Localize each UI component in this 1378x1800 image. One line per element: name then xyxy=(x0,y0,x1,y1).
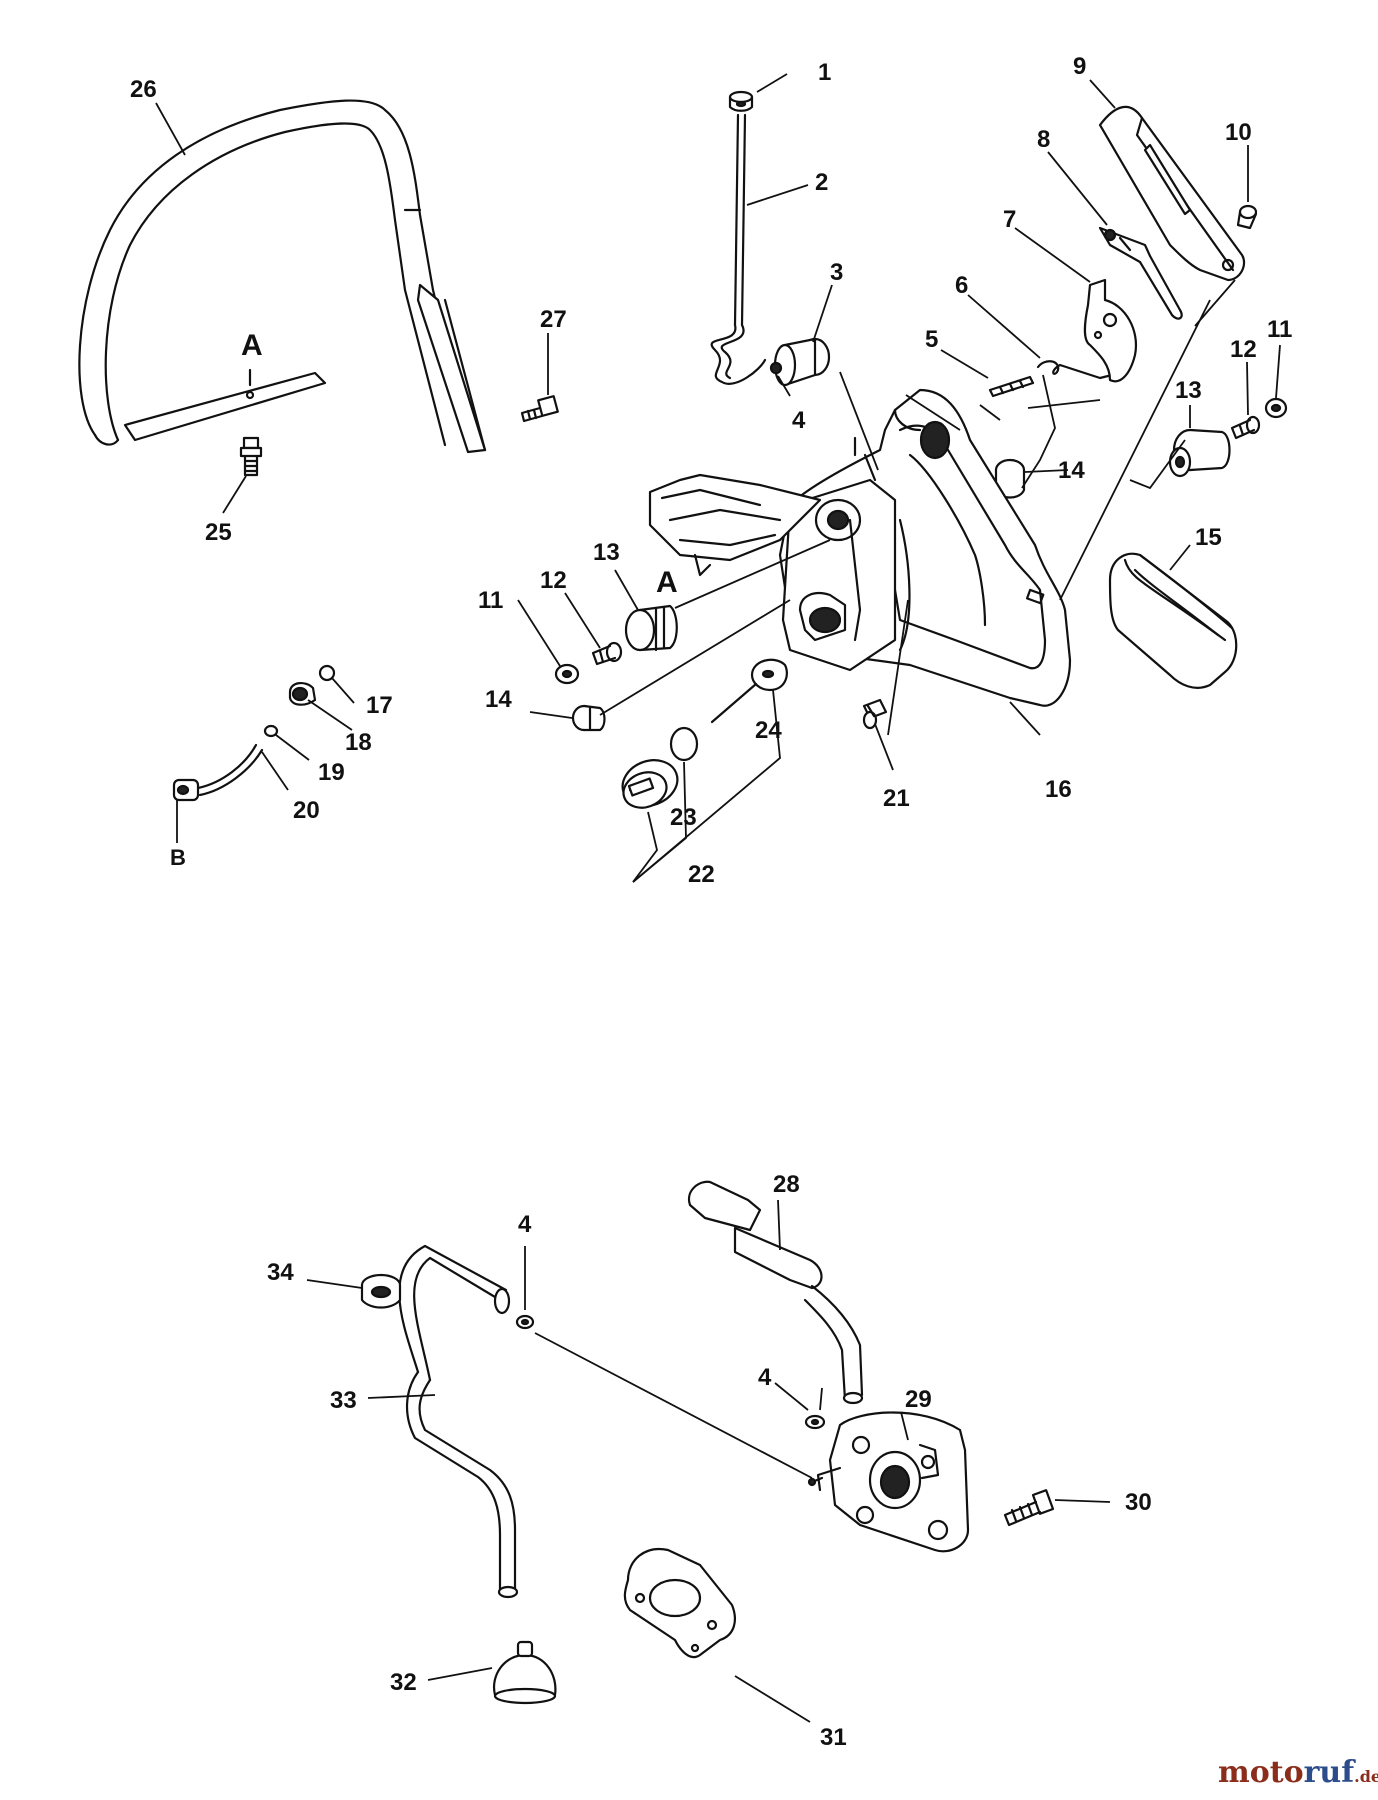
washer-11-left xyxy=(554,663,580,685)
callout-13-left: 13 xyxy=(593,539,620,566)
callout-1: 1 xyxy=(818,59,831,86)
reference-a-guard: A xyxy=(241,329,263,362)
oil-pump-29 xyxy=(807,1411,970,1553)
grommet-1 xyxy=(728,90,754,112)
callout-2: 2 xyxy=(815,169,828,196)
reference-letters: A A B xyxy=(170,329,678,870)
lockout-8 xyxy=(1098,226,1183,320)
callout-11-left: 11 xyxy=(478,587,503,614)
throttle-trigger-7 xyxy=(1083,278,1138,383)
callout-12-right: 12 xyxy=(1230,336,1257,363)
callout-34: 34 xyxy=(267,1259,294,1286)
bolt-27 xyxy=(520,395,559,423)
oil-cap-22 xyxy=(621,759,679,809)
bolt-12-right xyxy=(1230,415,1261,440)
clamp-4-lower-left xyxy=(515,1314,535,1330)
spring-6 xyxy=(1036,360,1114,380)
filter-3 xyxy=(773,337,831,387)
callout-21: 21 xyxy=(883,785,910,812)
callout-4-upper: 4 xyxy=(792,407,806,434)
mount-13-left xyxy=(624,604,678,652)
screw-21 xyxy=(862,698,888,730)
callout-18: 18 xyxy=(345,729,372,756)
ring-19 xyxy=(263,724,279,738)
handle-bar-26 xyxy=(78,99,487,454)
callout-27: 27 xyxy=(540,306,567,333)
callout-4-lower-right: 4 xyxy=(758,1364,772,1391)
fitting-17 xyxy=(318,664,336,682)
gasket-31 xyxy=(623,1547,736,1659)
nut-11-right xyxy=(1264,397,1288,419)
bolt-12-left xyxy=(591,641,623,666)
callout-33: 33 xyxy=(330,1387,357,1414)
callout-24: 24 xyxy=(755,717,782,744)
hose-28 xyxy=(687,1180,864,1405)
plug-14-right xyxy=(994,458,1026,499)
callout-13-right: 13 xyxy=(1175,377,1202,404)
callout-32: 32 xyxy=(390,1669,417,1696)
callouts: 1 2 3 4 5 6 7 8 9 10 11 12 13 14 15 16 1… xyxy=(130,53,1292,1751)
callout-23: 23 xyxy=(670,804,697,831)
callout-8: 8 xyxy=(1037,126,1050,153)
callout-4-lower-left: 4 xyxy=(518,1211,532,1238)
callout-3: 3 xyxy=(830,259,843,286)
dipstick-24 xyxy=(710,658,788,724)
callout-25: 25 xyxy=(205,519,232,546)
pin-5 xyxy=(988,375,1035,398)
fuel-line-2 xyxy=(710,113,767,385)
callout-9: 9 xyxy=(1073,53,1086,80)
leader-lines xyxy=(155,73,1281,1723)
callout-17: 17 xyxy=(366,692,393,719)
clamp-4 xyxy=(769,361,783,375)
callout-14-left: 14 xyxy=(485,686,512,713)
callout-14-right: 14 xyxy=(1058,457,1085,484)
plug-14-left xyxy=(571,704,606,732)
reference-b-line: B xyxy=(170,845,186,870)
callout-11-right: 11 xyxy=(1267,316,1292,343)
callout-19: 19 xyxy=(318,759,345,786)
screw-10 xyxy=(1236,204,1258,230)
callout-20: 20 xyxy=(293,797,320,824)
callout-6: 6 xyxy=(955,272,968,299)
callout-28: 28 xyxy=(773,1171,800,1198)
clamp-4-lower-right xyxy=(804,1414,826,1430)
handle-cover-9 xyxy=(1098,105,1246,282)
bolt-30 xyxy=(1003,1489,1055,1527)
svg-text:motoruf.de: motoruf.de xyxy=(1218,1755,1378,1790)
callout-16: 16 xyxy=(1045,776,1072,803)
callout-15: 15 xyxy=(1195,524,1222,551)
callout-7: 7 xyxy=(1003,206,1016,233)
fitting-18 xyxy=(288,682,317,706)
housing-16 xyxy=(648,388,1072,707)
grip-15 xyxy=(1108,552,1238,689)
callout-5: 5 xyxy=(925,326,938,353)
o-ring-23 xyxy=(669,726,699,762)
bolt-25 xyxy=(239,436,263,477)
mount-13-right xyxy=(1168,428,1231,478)
hose-33 xyxy=(398,1244,519,1599)
oil-line-20 xyxy=(172,743,264,802)
callout-10: 10 xyxy=(1225,119,1252,146)
callout-29: 29 xyxy=(905,1386,932,1413)
watermark-logo: motoruf.de xyxy=(1218,1755,1378,1790)
callout-31: 31 xyxy=(820,1724,847,1751)
callout-12-left: 12 xyxy=(540,567,567,594)
callout-22: 22 xyxy=(688,861,715,888)
filter-32 xyxy=(492,1640,557,1705)
callout-26: 26 xyxy=(130,76,157,103)
callout-30: 30 xyxy=(1125,1489,1152,1516)
grommet-34 xyxy=(360,1273,402,1309)
reference-a-frame: A xyxy=(656,566,678,599)
